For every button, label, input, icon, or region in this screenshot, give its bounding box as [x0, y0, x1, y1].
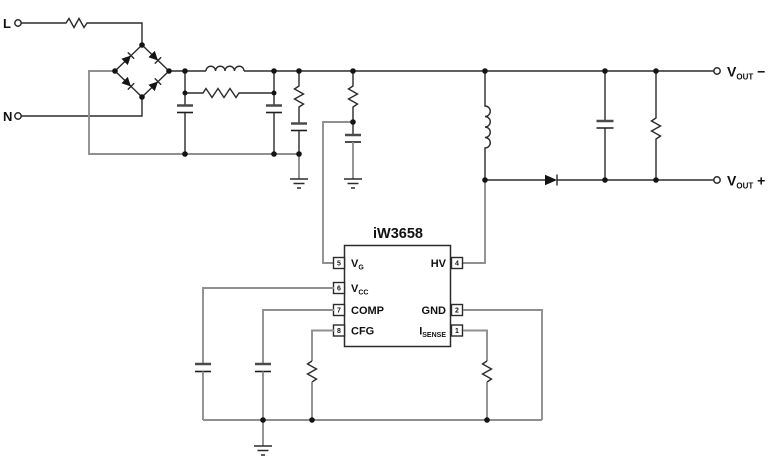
vg-supply-branch: [322, 71, 362, 264]
startup-resistor: [293, 71, 305, 124]
pin-number-5: 5: [337, 261, 341, 268]
pin-box-5: [332, 256, 346, 270]
ac-input-section: [14, 17, 143, 120]
cfg-resistor: [306, 360, 318, 383]
vout-plus-label: VOUT +: [727, 173, 765, 191]
buck-power-stage: [463, 71, 714, 264]
input-pi-filter: [177, 71, 282, 154]
isense-resistor: [481, 360, 493, 383]
neutral-label: N: [3, 109, 12, 124]
buck-inductor: [484, 71, 491, 180]
pin-label-vcc: VCC: [351, 283, 368, 297]
pin-box-2: [450, 303, 464, 317]
pin-number-4: 4: [455, 261, 459, 268]
freewheeling-diode-icon: [545, 174, 558, 186]
vout-minus-terminal: [713, 67, 721, 75]
vout-plus-terminal: [713, 176, 721, 184]
pin-label-isense: ISENSE: [419, 326, 446, 340]
pin-number-7: 7: [337, 308, 341, 315]
startup-rc-branch: [290, 71, 308, 189]
pin-label-cfg: CFG: [351, 326, 374, 338]
pin-label-hv: HV: [431, 258, 447, 270]
cfg-wire: [311, 329, 334, 361]
pin-label-vg: VG: [351, 258, 364, 272]
vg-resistor: [347, 71, 359, 122]
dc-bus: [88, 65, 714, 155]
pin-box-1: [450, 324, 464, 337]
ground-icon: [290, 178, 308, 189]
ic-title: iW3658: [373, 226, 423, 242]
line-terminal: [14, 19, 22, 27]
ic-body: [343, 244, 452, 348]
vout-minus-label: VOUT −: [727, 64, 765, 82]
emi-filter-inductor: [205, 65, 245, 72]
pin-box-4: [450, 256, 464, 270]
pin-label-gnd: GND: [422, 305, 447, 317]
hv-wire: [463, 180, 486, 264]
bridge-diamond: [113, 44, 171, 98]
gnd-wire: [463, 309, 543, 420]
preload-resistor: [650, 71, 662, 180]
controller-ic: [332, 244, 464, 348]
ground-icon: [254, 445, 272, 456]
vg-wire: [322, 121, 353, 264]
neutral-terminal: [14, 112, 22, 120]
pin-number-6: 6: [337, 286, 341, 293]
output-terminals: [713, 67, 721, 184]
isense-wire: [463, 329, 488, 361]
return-rail: [88, 70, 299, 155]
junction-dots: [112, 42, 659, 423]
pin-number-1: 1: [455, 328, 459, 335]
comp-wire: [262, 309, 334, 364]
line-label: L: [3, 16, 11, 31]
damping-resistor: [185, 87, 274, 99]
vcc-wire: [202, 287, 334, 364]
pin-label-comp: COMP: [351, 305, 384, 317]
pin-number-2: 2: [455, 308, 459, 315]
neutral-wire: [21, 97, 143, 117]
fusible-resistor: [21, 17, 143, 45]
ground-icon: [344, 178, 362, 189]
bridge-rectifier: [113, 44, 171, 98]
pin-number-8: 8: [337, 328, 341, 335]
